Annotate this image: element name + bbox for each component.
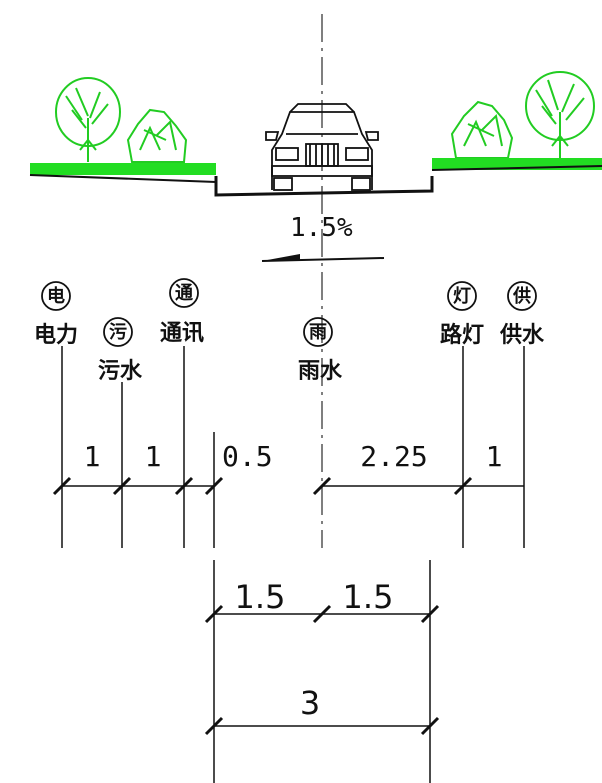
lane-width-2: 1.5 [343, 578, 394, 616]
left-green-verge [30, 163, 216, 175]
lane-dimension-line [204, 604, 440, 624]
right-bush-icon [450, 100, 514, 159]
pipe-power-label: 电力 [34, 323, 78, 348]
pipe-telecom: 通 通讯 [160, 278, 204, 548]
pipe-streetlight-symbol: 灯 [453, 286, 471, 307]
pipe-water-supply-label: 供水 [499, 322, 545, 348]
pipe-power-symbol: 电 [47, 285, 65, 307]
spacing-1: 1 [84, 440, 101, 473]
slope-text: 1.5% [290, 213, 353, 243]
slope-arrow-icon [261, 254, 385, 262]
pipe-sewage-symbol: 污 [109, 322, 127, 343]
pipe-streetlight-label: 路灯 [440, 322, 484, 348]
pipe-sewage: 污 污水 [98, 317, 143, 548]
road-surface [214, 176, 434, 197]
pipe-stormwater: 雨 雨水 [298, 317, 343, 384]
pipe-power: 电 电力 [34, 281, 78, 548]
right-tree-icon [525, 71, 595, 158]
spacing-dimension-lines [52, 476, 524, 496]
pipe-stormwater-symbol: 雨 [309, 322, 327, 343]
pipe-water-supply-symbol: 供 [512, 285, 531, 307]
spacing-4: 2.25 [360, 440, 427, 473]
total-dimension-line [204, 716, 440, 736]
lane-width-1: 1.5 [235, 578, 286, 616]
left-tree-icon [55, 77, 121, 162]
left-bush-icon [126, 108, 188, 163]
car-icon [265, 103, 379, 191]
pipe-stormwater-label: 雨水 [298, 359, 343, 384]
spacing-5: 1 [486, 440, 503, 473]
pipe-telecom-symbol: 通 [175, 283, 193, 304]
total-width: 3 [300, 684, 320, 722]
pipe-sewage-label: 污水 [98, 359, 143, 384]
pipe-telecom-label: 通讯 [160, 321, 204, 346]
spacing-2: 1 [145, 440, 162, 473]
pipe-streetlight: 灯 路灯 [440, 281, 484, 548]
spacing-3: 0.5 [222, 440, 273, 473]
pipe-water-supply: 供 供水 [499, 281, 545, 548]
